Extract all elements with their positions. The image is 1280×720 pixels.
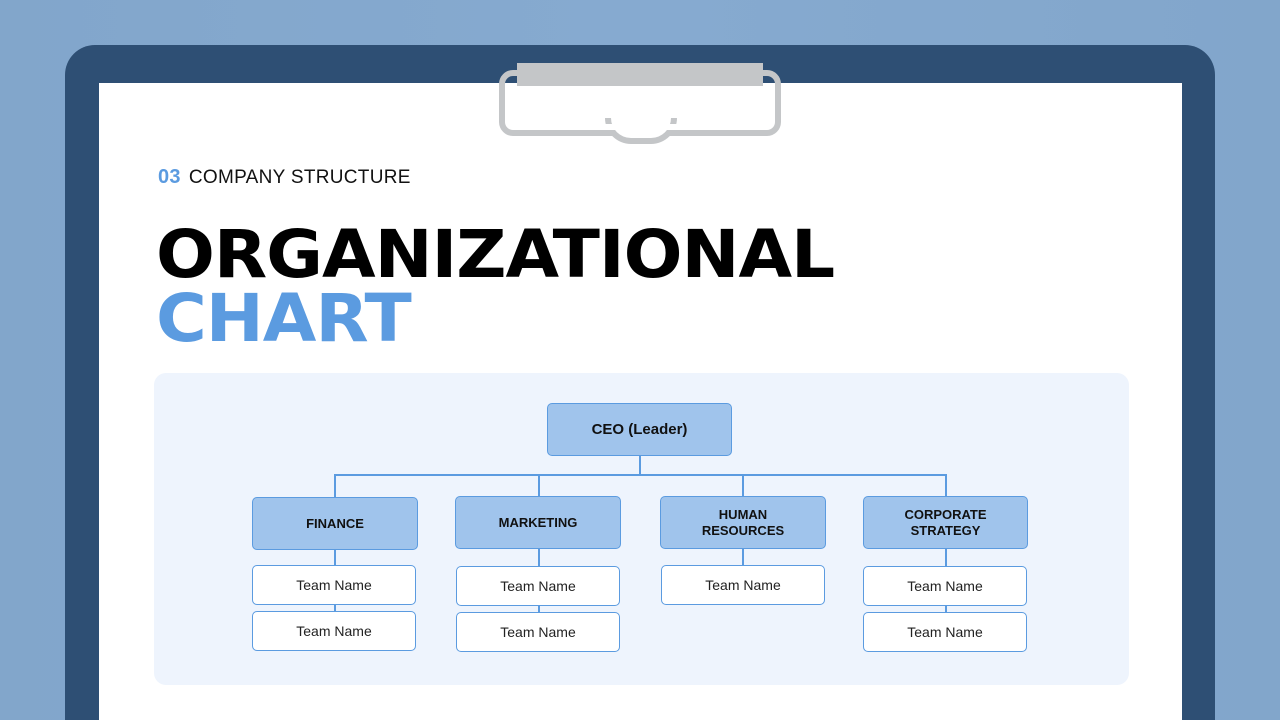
connector bbox=[538, 474, 540, 498]
clip-ring-bump bbox=[605, 118, 677, 144]
connector bbox=[334, 474, 336, 498]
dept-marketing: MARKETING bbox=[455, 496, 621, 549]
team-node: Team Name bbox=[863, 566, 1027, 606]
dept-finance: FINANCE bbox=[252, 497, 418, 550]
connector bbox=[742, 474, 744, 498]
team-node: Team Name bbox=[456, 566, 620, 606]
connector bbox=[945, 474, 947, 498]
team-node: Team Name bbox=[863, 612, 1027, 652]
ceo-node: CEO (Leader) bbox=[547, 403, 732, 456]
team-node: Team Name bbox=[661, 565, 825, 605]
section-label: 03 COMPANY STRUCTURE bbox=[158, 166, 411, 189]
team-node: Team Name bbox=[456, 612, 620, 652]
connector bbox=[742, 548, 744, 566]
clip-bar bbox=[517, 63, 763, 86]
connector bbox=[334, 474, 946, 476]
dept-corporate-strategy: CORPORATE STRATEGY bbox=[863, 496, 1028, 549]
section-title: COMPANY STRUCTURE bbox=[188, 167, 411, 188]
section-number: 03 bbox=[158, 166, 181, 188]
page-title: ORGANIZATIONAL bbox=[156, 216, 835, 293]
ceo-label: CEO (Leader) bbox=[591, 420, 688, 438]
dept-human-resources: HUMAN RESOURCES bbox=[660, 496, 826, 549]
team-node: Team Name bbox=[252, 565, 416, 605]
team-node: Team Name bbox=[252, 611, 416, 651]
page-subtitle: CHART bbox=[156, 280, 412, 357]
connector bbox=[639, 456, 641, 475]
